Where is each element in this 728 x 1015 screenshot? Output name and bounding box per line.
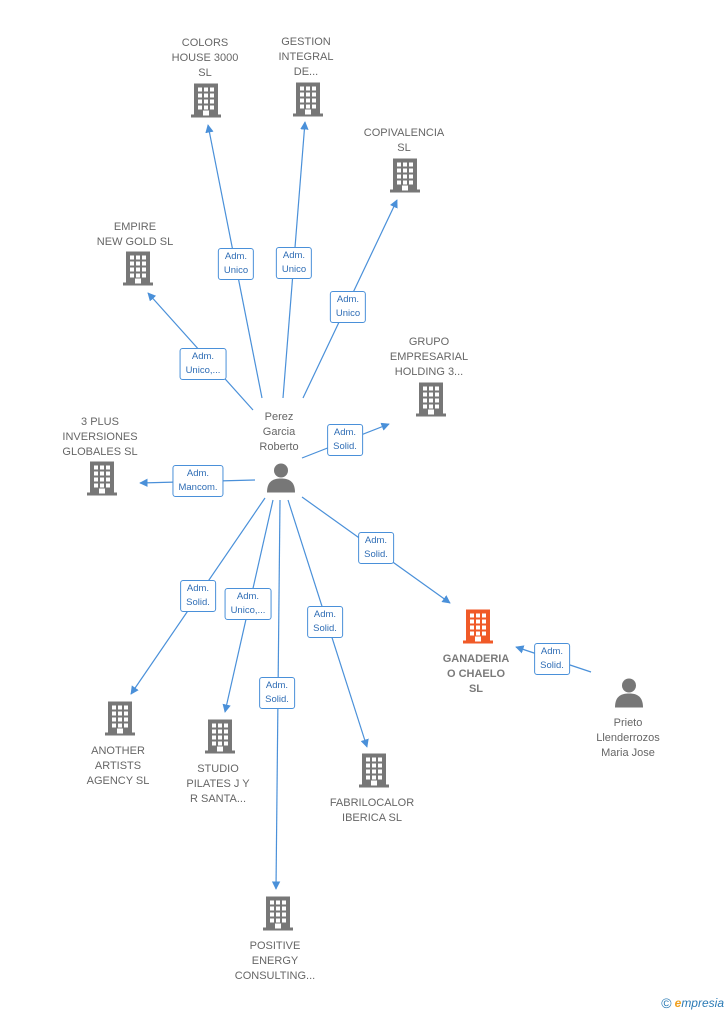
node-label-plus3[interactable]: 3 PLUS INVERSIONES GLOBALES SL xyxy=(62,416,138,458)
building-icon[interactable] xyxy=(416,382,446,422)
node-label-empire[interactable]: EMPIRE NEW GOLD SL xyxy=(96,221,174,248)
node-label-colors[interactable]: COLORS HOUSE 3000 SL xyxy=(171,37,239,79)
building-icon[interactable] xyxy=(263,896,293,936)
building-icon[interactable] xyxy=(191,83,221,123)
edge-label-gestion: Adm. Unico xyxy=(275,247,313,279)
building-icon[interactable] xyxy=(390,158,420,198)
footer-brand: © empresia xyxy=(661,995,724,1011)
edge-label-ganaderia: Adm. Solid. xyxy=(534,643,570,675)
edge-label-empire: Adm. Unico,... xyxy=(179,348,227,380)
edge-label-studio: Adm. Unico,... xyxy=(224,588,272,620)
building-icon[interactable] xyxy=(463,609,493,649)
edge-label-copivalencia: Adm. Unico xyxy=(329,291,367,323)
edge-label-plus3: Adm. Mancom. xyxy=(172,465,224,497)
node-label-another[interactable]: ANOTHER ARTISTS AGENCY SL xyxy=(86,745,150,787)
node-label-grupo[interactable]: GRUPO EMPRESARIAL HOLDING 3... xyxy=(389,336,469,378)
node-label-fabrilocalor[interactable]: FABRILOCALOR IBERICA SL xyxy=(329,797,415,824)
node-label-studio[interactable]: STUDIO PILATES J Y R SANTA... xyxy=(186,763,250,805)
edge-label-another: Adm. Solid. xyxy=(180,580,216,612)
node-label-gestion[interactable]: GESTION INTEGRAL DE... xyxy=(278,36,334,78)
node-label-ganaderia[interactable]: GANADERIA O CHAELO SL xyxy=(442,653,510,695)
edge-label-colors: Adm. Unico xyxy=(217,248,255,280)
building-icon[interactable] xyxy=(359,753,389,793)
edge-label-positive: Adm. Solid. xyxy=(259,677,295,709)
center-person-label[interactable]: Perez Garcia Roberto xyxy=(259,411,299,453)
person-icon[interactable] xyxy=(614,678,644,713)
building-icon[interactable] xyxy=(293,82,323,122)
edge-label-ganaderia: Adm. Solid. xyxy=(358,532,394,564)
building-icon[interactable] xyxy=(105,701,135,741)
building-icon[interactable] xyxy=(205,719,235,759)
edge-label-grupo: Adm. Solid. xyxy=(327,424,363,456)
node-label-copivalencia[interactable]: COPIVALENCIA SL xyxy=(363,127,445,154)
person-icon[interactable] xyxy=(266,463,296,498)
node-label-positive[interactable]: POSITIVE ENERGY CONSULTING... xyxy=(234,940,316,982)
copyright-symbol: © xyxy=(661,995,672,1011)
node-label-prieto[interactable]: Prieto Llenderrozos Maria Jose xyxy=(596,717,660,759)
building-icon[interactable] xyxy=(87,461,117,501)
empresia-logo: empresia xyxy=(674,996,724,1010)
building-icon[interactable] xyxy=(123,251,153,291)
edge-label-fabrilocalor: Adm. Solid. xyxy=(307,606,343,638)
